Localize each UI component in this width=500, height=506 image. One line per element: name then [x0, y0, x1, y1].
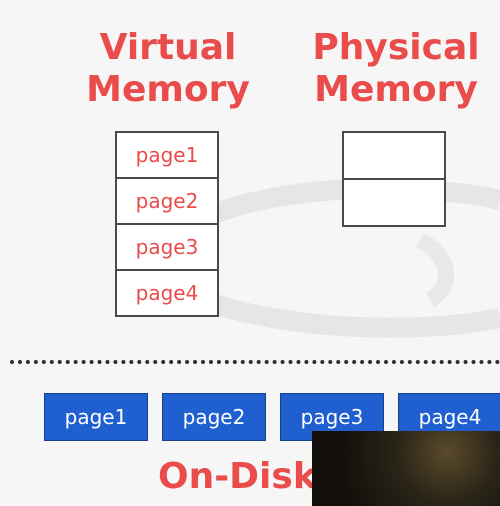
virtual-memory-heading: Virtual Memory — [70, 27, 266, 111]
physical-frame-cell — [342, 178, 446, 227]
virtual-page-cell: page4 — [115, 269, 219, 317]
physical-frame-cell — [342, 131, 446, 180]
virtual-page-cell: page1 — [115, 131, 219, 179]
virtual-heading-line2: Memory — [86, 69, 250, 110]
physical-memory-table — [342, 131, 446, 227]
on-disk-pages: page1 page2 page3 page4 — [44, 393, 500, 441]
disk-page-block: page1 — [44, 393, 148, 441]
physical-memory-heading: Physical Memory — [296, 27, 496, 111]
on-disk-label: On-Disk — [158, 456, 317, 497]
disk-page-block: page2 — [162, 393, 266, 441]
physical-heading-line1: Physical — [312, 27, 480, 68]
virtual-page-cell: page3 — [115, 223, 219, 271]
virtual-memory-table: page1 page2 page3 page4 — [115, 131, 219, 317]
virtual-page-cell: page2 — [115, 177, 219, 225]
virtual-heading-line1: Virtual — [99, 27, 237, 68]
presenter-video-overlay — [312, 431, 500, 506]
memory-disk-divider — [10, 360, 500, 364]
physical-heading-line2: Memory — [314, 69, 478, 110]
